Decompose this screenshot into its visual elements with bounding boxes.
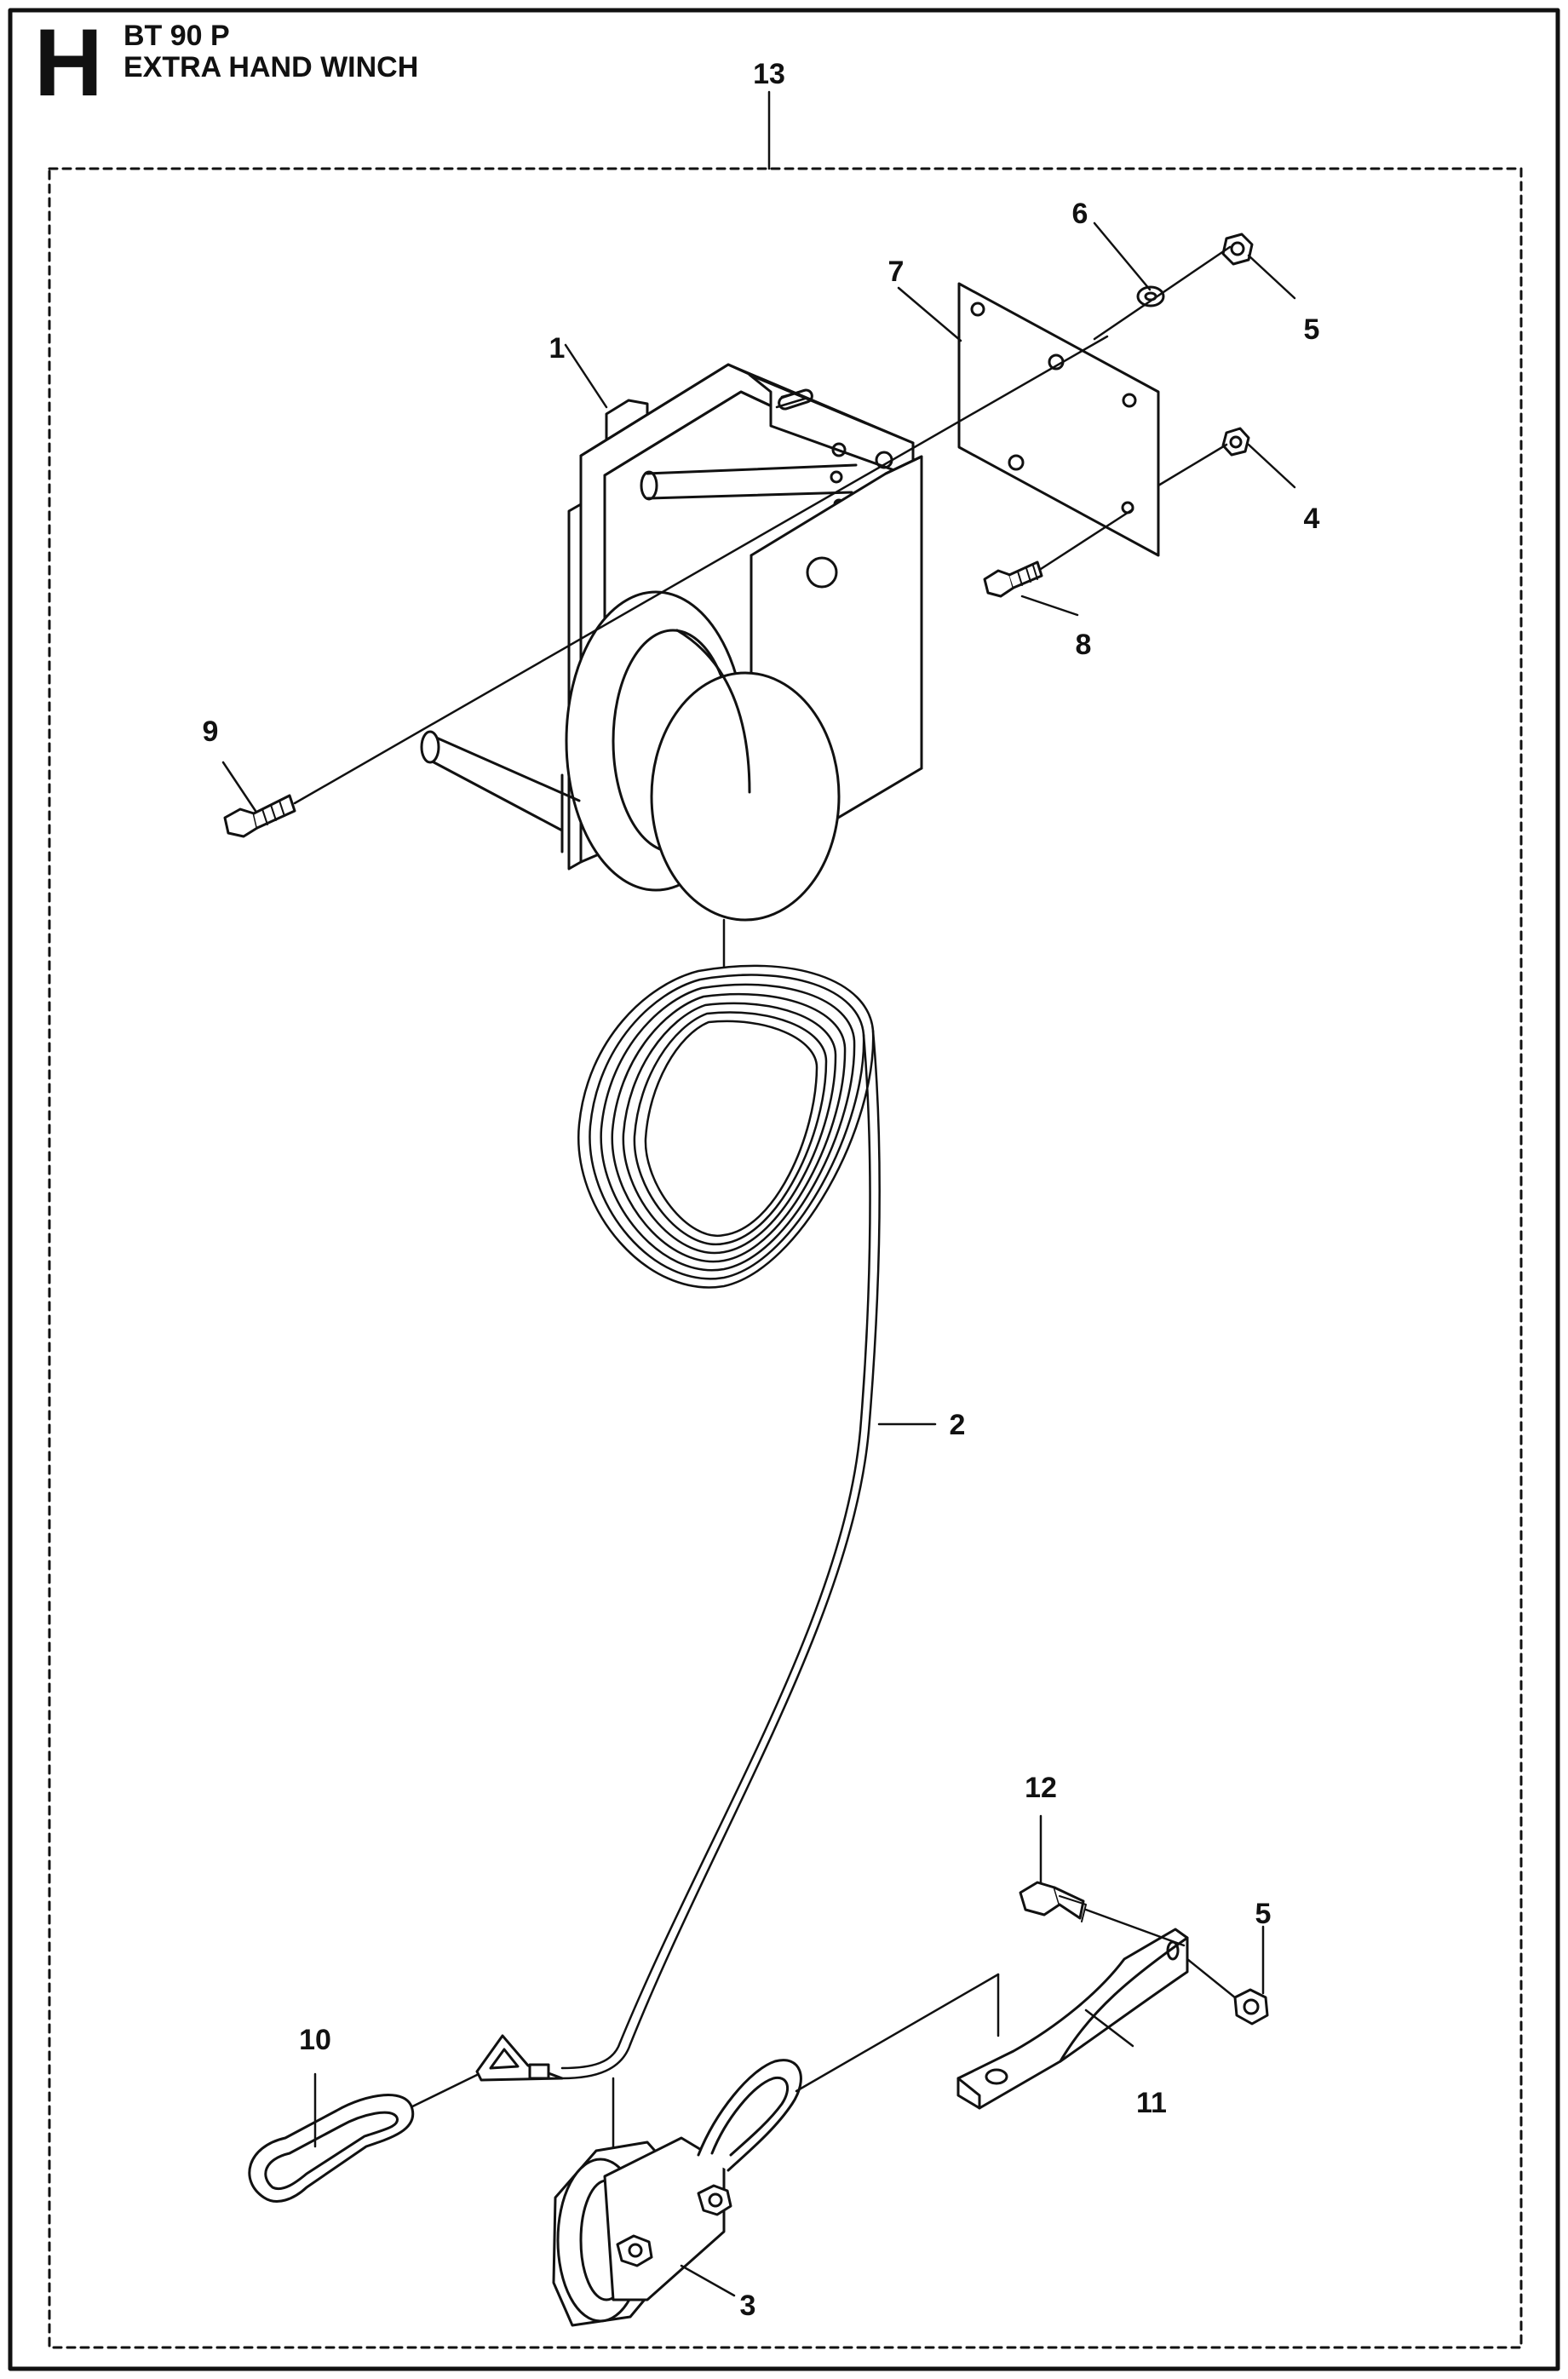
model-name: BT 90 P — [123, 20, 230, 52]
callout-5-lower: 5 — [1255, 1898, 1272, 1930]
page-frame — [8, 8, 1560, 2371]
callout-9: 9 — [203, 715, 219, 748]
callout-3: 3 — [740, 2290, 756, 2322]
cable-eye-hook — [399, 2034, 564, 2114]
winch-body — [420, 363, 923, 922]
leader-lines — [221, 90, 1296, 2297]
lock-nut-upper — [1221, 233, 1254, 266]
anchor-bracket — [956, 1928, 1189, 2110]
callout-8: 8 — [1076, 629, 1092, 661]
snatch-block-pulley — [552, 1973, 1000, 2327]
wire-rope-coil — [560, 918, 881, 2080]
callout-5-upper: 5 — [1304, 313, 1320, 346]
callout-labels: 13 6 7 5 1 4 8 9 2 12 5 10 11 3 — [203, 58, 1320, 2322]
callout-10: 10 — [299, 2024, 331, 2056]
kit-boundary — [48, 167, 1523, 2349]
lock-nut-lower — [1221, 427, 1250, 457]
callout-7: 7 — [888, 256, 905, 288]
callout-12: 12 — [1025, 1772, 1057, 1804]
callout-2: 2 — [950, 1409, 966, 1441]
mounting-plate — [957, 282, 1160, 557]
callout-4: 4 — [1304, 503, 1320, 535]
bolt-short — [983, 508, 1134, 598]
bolt-long — [223, 335, 1109, 838]
lock-nut-bracket — [1186, 1957, 1269, 2026]
bolt-bracket — [1019, 1881, 1186, 1947]
diagram-title: EXTRA HAND WINCH — [123, 51, 419, 83]
callout-11: 11 — [1136, 2087, 1167, 2119]
shackle-link — [248, 2094, 415, 2203]
callout-13: 13 — [753, 58, 785, 90]
callout-6: 6 — [1072, 198, 1088, 230]
callout-1: 1 — [549, 332, 566, 365]
section-letter: H — [34, 9, 103, 116]
